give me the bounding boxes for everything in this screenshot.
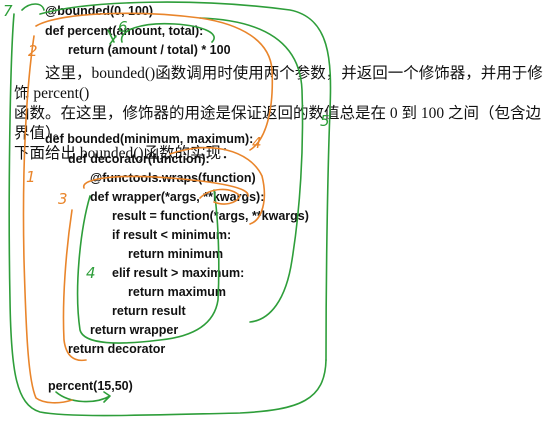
- code-line-wraps: @functools.wraps(function): [90, 171, 256, 185]
- code-line-return-max: return maximum: [128, 285, 226, 299]
- code-line-decorator-call: @bounded(0, 100): [45, 4, 154, 18]
- code-line-if-min: if result < minimum:: [112, 228, 232, 242]
- annotation-number-3: 3: [58, 190, 68, 208]
- paragraph-line-1: 这里，bounded()函数调用时使用两个参数，并返回一个修饰器，并用于修饰 p…: [14, 65, 543, 102]
- code-line-return-decorator: return decorator: [68, 342, 166, 356]
- code-line-def-bounded: def bounded(minimum, maximum):: [45, 132, 254, 146]
- annotation-number-2: 2: [28, 42, 38, 60]
- code-line-result: result = function(*args, **kwargs): [112, 209, 309, 223]
- code-line-call-percent: percent(15,50): [48, 379, 133, 393]
- annotation-number-5: 5: [320, 112, 330, 130]
- annotation-number-4-lower: 4: [86, 264, 96, 282]
- annotation-number-4-upper: 4: [252, 134, 262, 152]
- code-line-def-wrapper: def wrapper(*args, **kwargs):: [90, 190, 265, 204]
- annotation-number-1: 1: [26, 168, 36, 186]
- annotation-number-6: 6: [118, 18, 128, 36]
- code-line-return-result: return result: [112, 304, 186, 318]
- orange-stroke-inner-bracket: [62, 209, 87, 362]
- code-line-elif-max: elif result > maximum:: [112, 266, 245, 280]
- code-line-return-percent: return (amount / total) * 100: [68, 43, 231, 57]
- explanation-paragraph: 这里，bounded()函数调用时使用两个参数，并返回一个修饰器，并用于修饰 p…: [14, 64, 544, 164]
- annotation-number-7: 7: [3, 2, 13, 20]
- code-line-return-min: return minimum: [128, 247, 224, 261]
- code-line-return-wrapper: return wrapper: [90, 323, 179, 337]
- green-stroke-7-hook: [21, 3, 45, 11]
- code-line-def-decorator: def decorator(function):: [68, 152, 210, 166]
